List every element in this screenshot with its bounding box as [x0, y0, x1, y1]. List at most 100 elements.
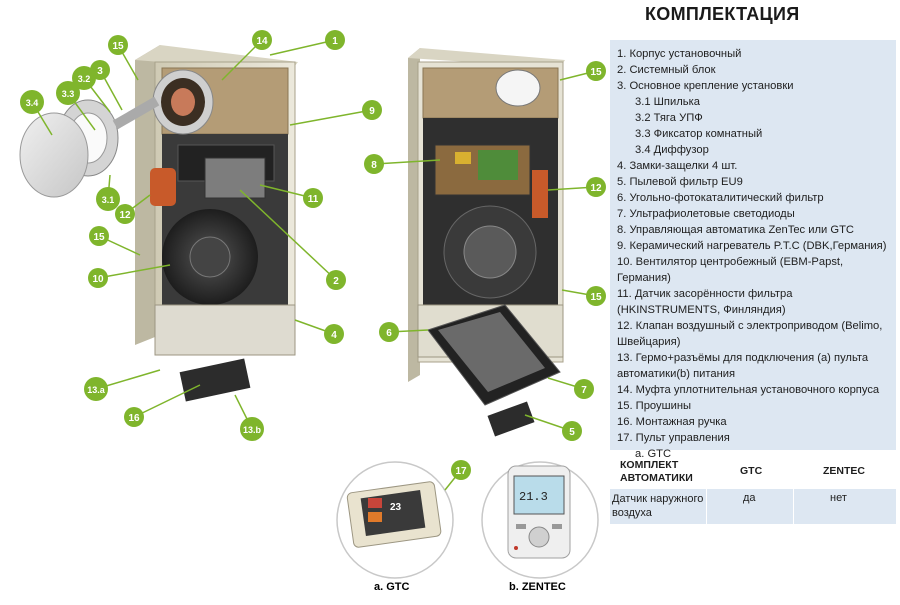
spec-panel [610, 40, 896, 450]
left-damper [150, 168, 176, 206]
callout-13-b: 13.b [240, 417, 264, 441]
callout-number: 1 [332, 36, 338, 47]
callout-number: 7 [581, 385, 587, 396]
left-handle [179, 358, 251, 402]
callout-3-4: 3.4 [20, 90, 44, 114]
callout-8: 8 [364, 154, 384, 174]
spec-item: 12. Клапан воздушный с электроприводом (… [617, 320, 883, 348]
page-title: КОМПЛЕКТАЦИЯ [645, 4, 800, 24]
callout-15: 15 [586, 286, 606, 306]
callout-12: 12 [115, 204, 135, 224]
callout-number: 17 [455, 466, 467, 477]
callout-15: 15 [108, 35, 128, 55]
kit-cell-feature: Датчик наружного воздуха [612, 493, 704, 519]
callout-16: 16 [124, 407, 144, 427]
right-handle [487, 401, 535, 437]
callout-14: 14 [252, 30, 272, 50]
callout-1: 1 [325, 30, 345, 50]
diffuser-disk [19, 112, 89, 198]
remote-label-gtc: a. GTC [374, 581, 410, 593]
callout-leader [133, 384, 201, 418]
callout-number: 2 [333, 276, 339, 287]
spec-item: 17. Пульт управления [617, 432, 730, 444]
right-unit [408, 48, 565, 437]
spec-item: 16. Монтажная ручка [617, 416, 727, 428]
callout-number: 9 [369, 106, 375, 117]
remote-zentec: 21.3 [481, 461, 599, 579]
spec-item: 14. Муфта уплотнительная установочного к… [617, 384, 880, 396]
callout-number: 13.a [87, 385, 106, 395]
callout-number: 3.4 [26, 98, 39, 108]
left-heater-block [204, 157, 266, 199]
callout-4: 4 [324, 324, 344, 344]
left-mount-assembly [19, 96, 160, 198]
callout-number: 3.3 [62, 89, 75, 99]
callout-number: 3 [97, 66, 103, 77]
callout-number: 3.1 [102, 195, 115, 205]
spec-item: 2. Системный блок [617, 64, 716, 76]
callout-3-1: 3.1 [96, 187, 120, 211]
callout-number: 14 [256, 36, 268, 47]
callout-number: 15 [93, 232, 105, 243]
callout-3-2: 3.2 [72, 66, 96, 90]
callout-number: 6 [386, 328, 392, 339]
kit-header-zentec: ZENTEC [823, 465, 865, 477]
kit-header-label: КОМПЛЕКТ АВТОМАТИКИ [620, 459, 693, 484]
spec-item: 6. Угольно-фотокаталитический фильтр [617, 192, 824, 204]
callout-15: 15 [586, 61, 606, 81]
gtc-display: 23 [390, 502, 402, 513]
callout-number: 15 [112, 41, 124, 52]
callout-number: 4 [331, 330, 337, 341]
callout-leader [373, 159, 441, 165]
kit-cell-zentec: нет [830, 492, 847, 504]
left-unit [19, 45, 298, 402]
callout-number: 12 [590, 183, 602, 194]
callout-number: 13.b [243, 425, 262, 435]
callout-10: 10 [88, 268, 108, 288]
remote-gtc: 23 [336, 461, 454, 579]
callout-number: 5 [569, 427, 575, 438]
spec-item: 15. Проушины [617, 400, 692, 412]
spec-item: 11. Датчик засорённости фильтра (HKINSTR… [617, 288, 793, 316]
callout-11: 11 [303, 188, 323, 208]
right-damper [532, 170, 548, 218]
callout-3-3: 3.3 [56, 81, 80, 105]
callout-number: 11 [308, 194, 319, 205]
callout-2: 2 [326, 270, 346, 290]
spec-item: 10. Вентилятор центробежный (EBM-Papst, … [617, 256, 844, 284]
callout-9: 9 [362, 100, 382, 120]
kit-table-row: Датчик наружного воздуха да нет [610, 489, 896, 524]
callout-leader [269, 39, 336, 56]
callout-leader [97, 264, 171, 279]
spec-list: 1. Корпус установочный 2. Системный блок 3… [617, 46, 895, 478]
callout-number: 15 [590, 292, 602, 303]
callout-number: 16 [128, 413, 140, 424]
callout-7: 7 [574, 379, 594, 399]
callout-number: 10 [92, 274, 104, 285]
spec-item: 5. Пылевой фильтр EU9 [617, 176, 743, 188]
callout-leader [289, 109, 373, 126]
right-housing-side [408, 48, 420, 382]
spec-item: 3.3 Фиксатор комнатный [635, 128, 763, 140]
spec-item: 4. Замки-защелки 4 шт. [617, 160, 738, 172]
left-bottom-panel [154, 304, 296, 356]
callout-markers: 1 14 15 3 3.23.3 3.4 3.1 9 12 11 15 10 2 4 13.a 16 13.b 1… [20, 30, 606, 480]
spec-item: 3. Основное крепление установки [617, 80, 794, 92]
callout-15: 15 [89, 226, 109, 246]
spec-item: 3.2 Тяга УПФ [635, 112, 703, 124]
callout-number: 15 [590, 67, 602, 78]
callout-12: 12 [586, 177, 606, 197]
callout-5: 5 [562, 421, 582, 441]
callout-number: 3.2 [78, 74, 91, 84]
remote-label-zentec: b. ZENTEC [509, 581, 566, 593]
spec-item: 1. Корпус установочный [617, 48, 742, 60]
callout-13-a: 13.a [84, 377, 108, 401]
callout-leader [239, 189, 337, 281]
spec-item: 7. Ультрафиолетовые светодиоды [617, 208, 795, 220]
kit-table-header: КОМПЛЕКТ АВТОМАТИКИ GTC ZENTEC [610, 457, 896, 491]
callout-17: 17 [451, 460, 471, 480]
spec-item: 13. Гермо+разъёмы для подключения (а) пу… [617, 352, 869, 380]
spec-item: 9. Керамический нагреватель P.T.C (DBK,Г… [617, 240, 887, 252]
spec-item: 3.4 Диффузор [635, 144, 709, 156]
